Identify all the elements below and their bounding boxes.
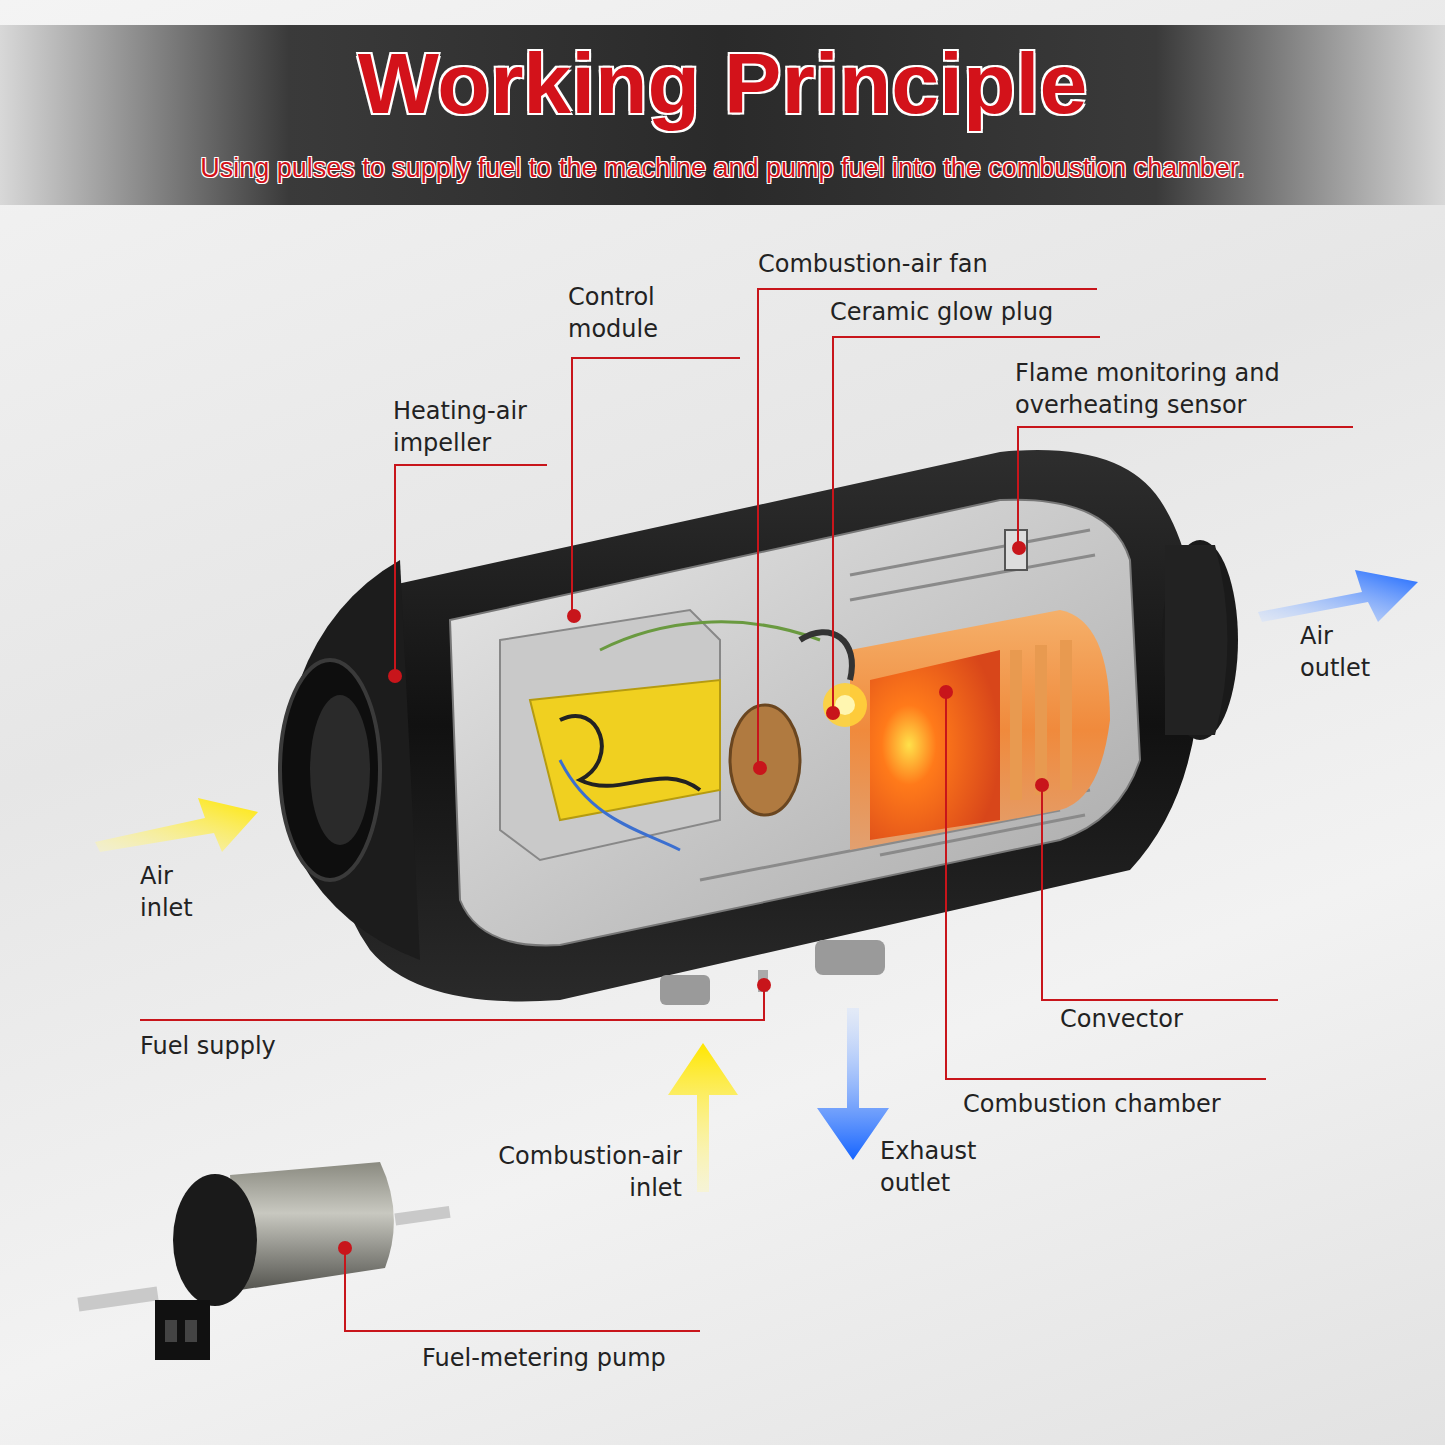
part-label: Fuel supply bbox=[140, 1030, 390, 1062]
part-label: Combustion-air inlet bbox=[460, 1140, 682, 1204]
part-label: Fuel-metering pump bbox=[422, 1342, 722, 1374]
part-label: Flame monitoring and overheating sensor bbox=[1015, 357, 1345, 421]
page-subtitle: Using pulses to supply fuel to the machi… bbox=[0, 150, 1445, 186]
part-label: Control module bbox=[568, 281, 688, 345]
part-label: Heating-air impeller bbox=[393, 395, 573, 459]
part-label: Exhaust outlet bbox=[880, 1135, 1015, 1199]
part-label: Ceramic glow plug bbox=[830, 296, 1130, 328]
part-label: Convector bbox=[1060, 1003, 1280, 1035]
part-label: Air outlet bbox=[1300, 620, 1400, 684]
leader-lines bbox=[140, 289, 1353, 1331]
part-label: Air inlet bbox=[140, 860, 225, 924]
page-title: Working Principle bbox=[0, 28, 1445, 138]
part-label: Combustion chamber bbox=[963, 1088, 1263, 1120]
part-label: Combustion-air fan bbox=[758, 248, 1088, 280]
leader-dots bbox=[338, 541, 1049, 1255]
